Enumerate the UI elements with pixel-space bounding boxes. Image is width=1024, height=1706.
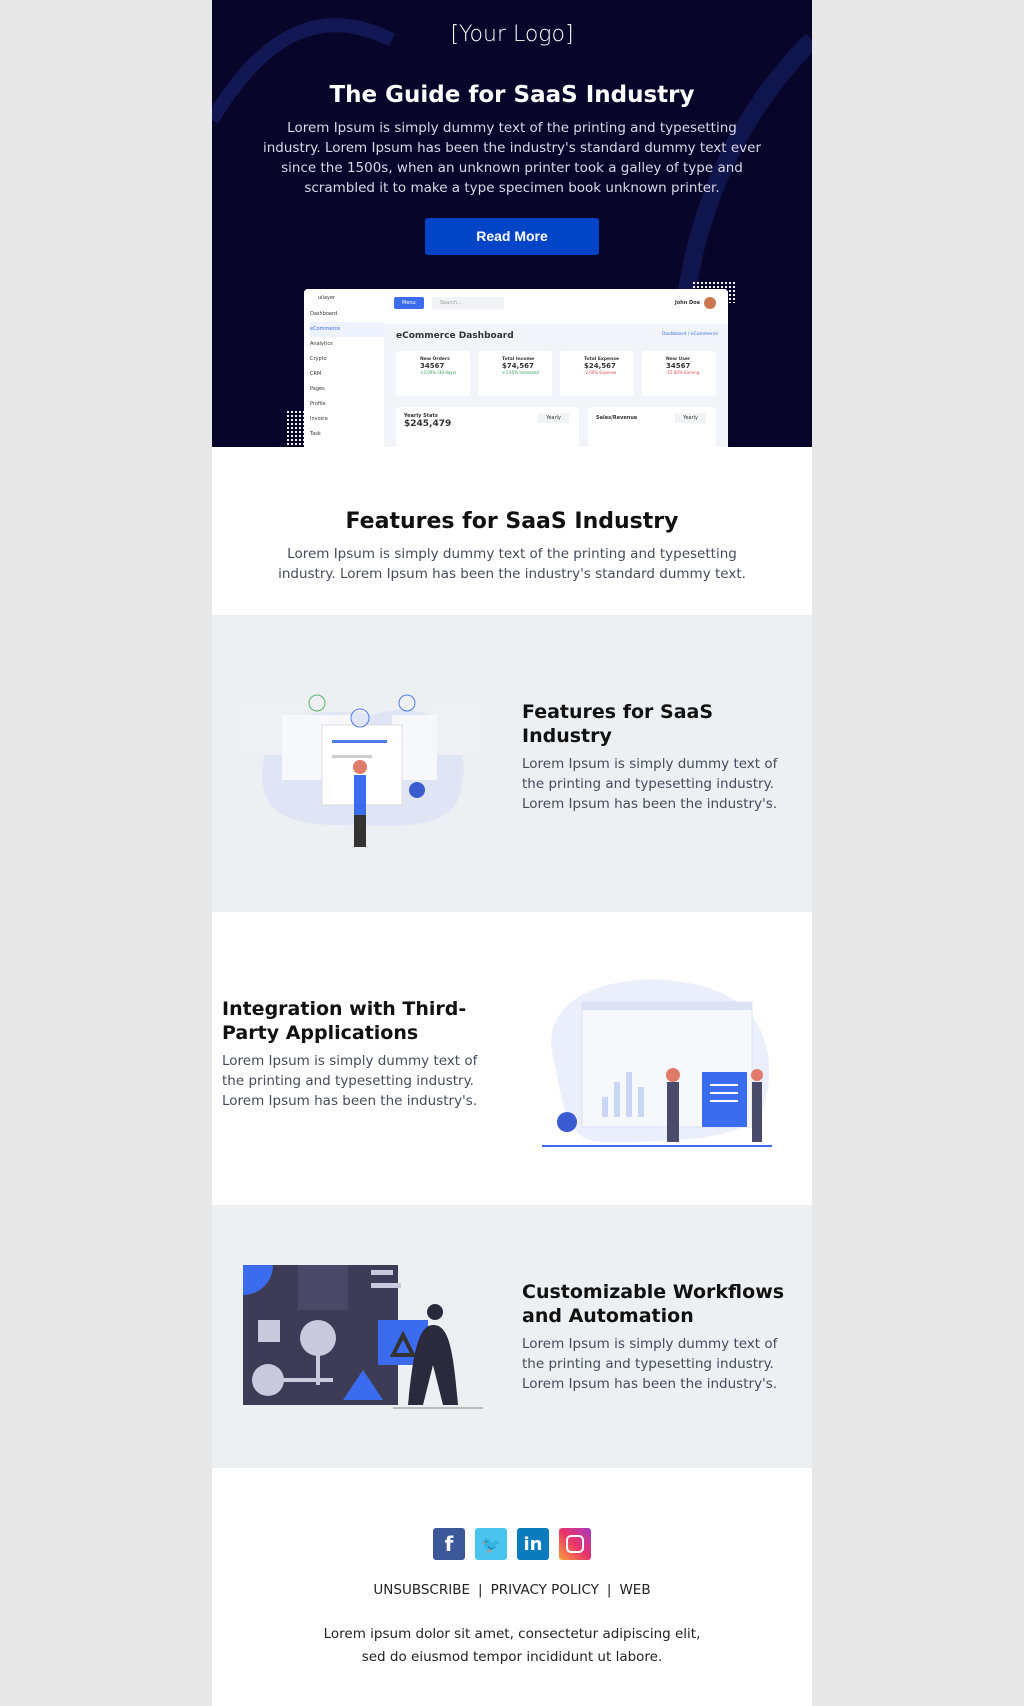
hero-section: [Your Logo] The Guide for SaaS Industry … [212, 0, 812, 447]
linkedin-icon[interactable]: in [517, 1528, 549, 1560]
dashboard-title: eCommerce Dashboard [396, 331, 514, 341]
nav-item: Invoice [310, 416, 328, 422]
hero-title: The Guide for SaaS Industry [329, 82, 695, 108]
feature-description: Lorem Ipsum is simply dummy text of the … [222, 1053, 478, 1109]
nav-item: Analytics [310, 341, 333, 347]
dashboard-screenshot: uilayer Dashboard eCommerce Analytics Cr… [304, 289, 728, 447]
nav-item: CRM [310, 371, 322, 377]
email-body: [Your Logo] The Guide for SaaS Industry … [212, 0, 812, 1706]
menu-button: Menu [394, 297, 424, 309]
dashboard-brand: uilayer [318, 295, 336, 301]
footer-text: Lorem ipsum dolor sit amet, consectetur … [323, 1626, 701, 1665]
social-links: f 🐦 in [212, 1528, 812, 1560]
integration-illustration [542, 979, 772, 1147]
feature-text-3: Customizable Workflows and Automation Lo… [522, 1280, 797, 1394]
feature-title: Integration with Third-Party Application… [222, 998, 467, 1044]
nav-item: Pages [310, 386, 325, 392]
privacy-policy-link[interactable]: PRIVACY POLICY [490, 1582, 599, 1598]
nav-item: Task [310, 431, 321, 437]
workflow-illustration [243, 1265, 483, 1409]
feature-section-2: Integration with Third-Party Application… [212, 912, 812, 1205]
user-name: John Doe [674, 300, 700, 306]
feature-description: Lorem Ipsum is simply dummy text of the … [522, 1336, 778, 1392]
nav-item: Dashboard [310, 311, 338, 317]
intro-text: Lorem Ipsum is simply dummy text of the … [278, 546, 746, 582]
features-illustration [242, 694, 482, 847]
feature-description: Lorem Ipsum is simply dummy text of the … [522, 756, 778, 812]
feature-section-3: Customizable Workflows and Automation Lo… [212, 1205, 812, 1468]
dashboard-sidebar: uilayer Dashboard eCommerce Analytics Cr… [304, 289, 384, 447]
feature-text-2: Integration with Third-Party Application… [222, 997, 497, 1111]
feature-title: Customizable Workflows and Automation [522, 1281, 785, 1327]
nav-list: Dashboard eCommerce Analytics Crypto CRM… [304, 307, 384, 442]
read-more-button[interactable]: Read More [425, 218, 599, 255]
nav-item: Profile [310, 401, 326, 407]
feature-text-1: Features for SaaS Industry Lorem Ipsum i… [522, 700, 797, 814]
web-link[interactable]: WEB [619, 1582, 651, 1598]
nav-item: Crypto [310, 356, 327, 362]
footer: f 🐦 in UNSUBSCRIBE|PRIVACY POLICY|WEB Lo… [212, 1468, 812, 1706]
feature-title: Features for SaaS Industry [522, 701, 714, 747]
footer-links: UNSUBSCRIBE|PRIVACY POLICY|WEB [373, 1582, 651, 1598]
wave-background [212, 18, 812, 331]
hero-text: Lorem Ipsum is simply dummy text of the … [262, 120, 761, 196]
intro-section: Features for SaaS Industry Lorem Ipsum i… [212, 447, 812, 615]
dashboard-topbar: Menu Search... John Doe [384, 289, 728, 324]
feature-section-1: Features for SaaS Industry Lorem Ipsum i… [212, 615, 812, 912]
dashboard-breadcrumb: Dashboard / eCommerce [662, 332, 718, 337]
facebook-icon[interactable]: f [433, 1528, 465, 1560]
instagram-icon[interactable] [559, 1528, 591, 1560]
dot-pattern [286, 410, 306, 447]
stat-card: Total Income$74,567+5.45% Increased [478, 351, 552, 396]
nav-item: eCommerce [310, 322, 384, 337]
stat-card: Total Expense$24,567-2.00% Expense [560, 351, 634, 396]
twitter-icon[interactable]: 🐦 [475, 1528, 507, 1560]
avatar [704, 297, 716, 309]
unsubscribe-link[interactable]: UNSUBSCRIBE [373, 1582, 471, 1598]
search-field: Search... [432, 297, 504, 309]
logo: [Your Logo] [450, 22, 574, 47]
intro-title: Features for SaaS Industry [345, 509, 679, 534]
